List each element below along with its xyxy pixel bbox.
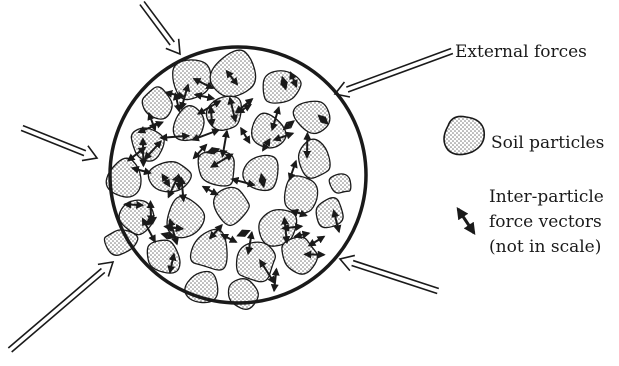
- inter-particle-force-vector: [309, 237, 324, 246]
- external-force-arrow: [21, 126, 97, 161]
- label-force-vectors-line3: (not in scale): [489, 235, 601, 259]
- soil-particle: [263, 71, 301, 103]
- soil-particle: [316, 198, 343, 228]
- soil-particle: [329, 174, 351, 193]
- soil-particle: [104, 230, 137, 255]
- external-force-arrow: [335, 49, 453, 97]
- label-soil-particles: Soil particles: [491, 131, 604, 155]
- inter-particle-force-vector: [238, 231, 250, 236]
- external-force-arrow: [140, 1, 180, 54]
- legend-soil-particle-icon: [444, 116, 484, 154]
- inter-particle-force-vector: [211, 107, 212, 126]
- soil-particle: [252, 113, 286, 148]
- external-force-arrow: [340, 255, 439, 293]
- soil-particle: [173, 60, 211, 100]
- soil-particle: [148, 162, 191, 192]
- label-force-vectors-line2: force vectors: [489, 210, 602, 234]
- external-force-arrow: [8, 262, 113, 352]
- label-force-vectors-line1: Inter-particle: [489, 185, 604, 209]
- inter-particle-force-vector: [241, 128, 250, 143]
- soil-particle: [210, 50, 255, 97]
- soil-particle: [228, 279, 258, 310]
- soil-particle: [299, 139, 331, 178]
- inter-particle-force-vector: [295, 233, 309, 236]
- soil-particle: [293, 101, 330, 133]
- inter-particle-force-vector: [203, 187, 217, 195]
- inter-particle-force-vector: [274, 269, 276, 291]
- soil-particle: [173, 106, 204, 141]
- soil-particle: [142, 87, 172, 119]
- inter-particle-force-vector: [125, 204, 143, 205]
- soil-particle: [285, 176, 318, 213]
- inter-particle-force-vector: [284, 121, 294, 129]
- soil-particle: [243, 155, 278, 190]
- inter-particle-force-vector: [151, 202, 152, 222]
- legend-force-vector-icon: [458, 209, 474, 233]
- label-external-forces: External forces: [455, 40, 587, 64]
- soil-particle: [214, 187, 250, 225]
- inter-particle-force-vector: [143, 139, 144, 166]
